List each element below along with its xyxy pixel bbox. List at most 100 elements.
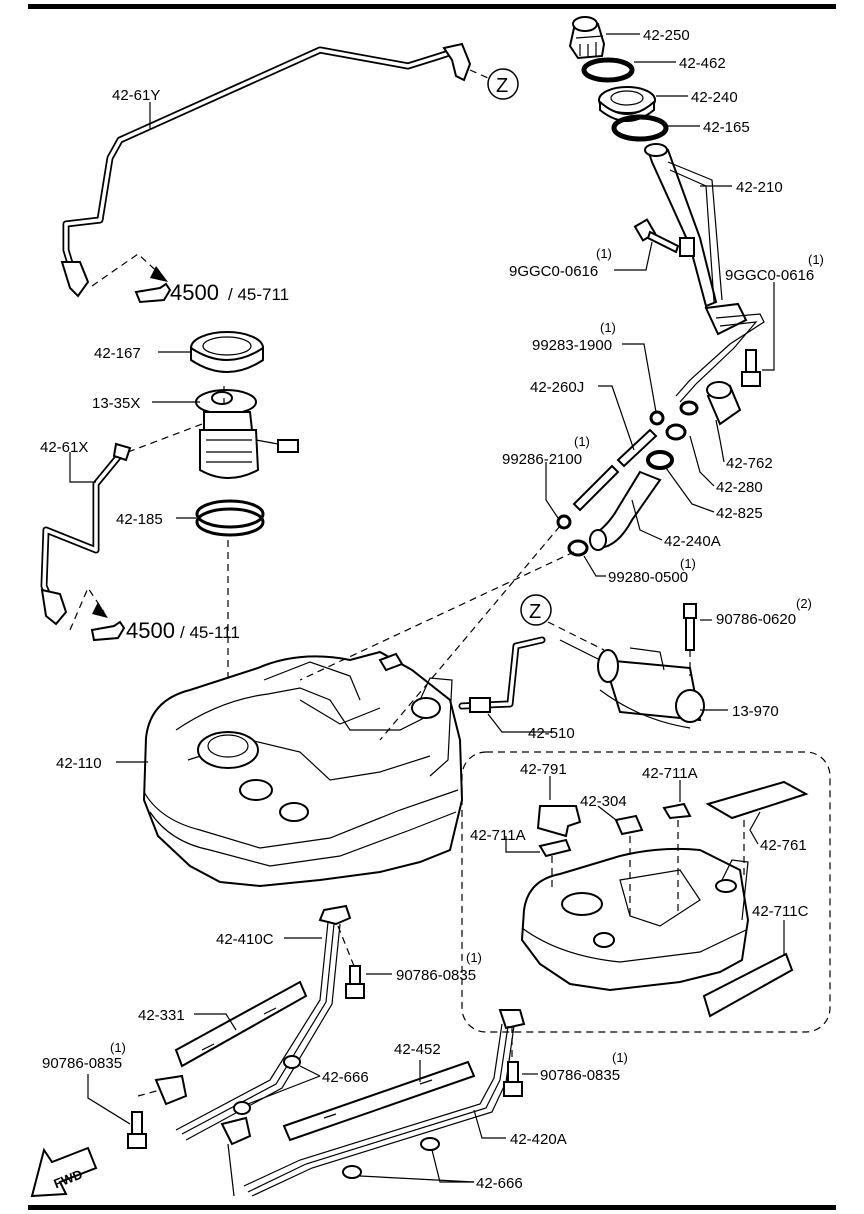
label-42-410c: 42-410C [216,931,274,948]
label-z-1: Z [496,75,508,97]
variant-inset-panel [461,751,831,1033]
clamp-99283[interactable] [649,410,665,426]
fuel-pump-13-35x[interactable] [195,389,299,479]
ref-arrowhead-b [92,602,108,618]
label-90786-0835-c: 90786-0835 [540,1067,620,1084]
bolt-90786-0835-b[interactable] [127,1111,147,1149]
bottom-rule [28,1205,836,1210]
hose-42-762[interactable] [706,381,742,426]
label-13-35x: 13-35X [92,395,140,412]
top-rule [28,4,836,9]
label-42-61x: 42-61X [40,439,88,456]
label-45-711: / 45-711 [228,285,289,304]
label-90786-0835-c-qty: (1) [612,1050,628,1065]
label-90786-0835-a: 90786-0835 [396,967,476,984]
label-42-452: 42-452 [394,1041,441,1058]
label-42-185: 42-185 [116,511,163,528]
gasket-42-185[interactable] [195,499,265,537]
fuel-line-42-61y[interactable] [60,42,472,298]
retainer-ring-42-167[interactable] [190,331,264,373]
bolt-9ggc0-b[interactable] [741,349,761,387]
insulator-42-452[interactable] [282,1060,476,1142]
label-99283-1900: 99283-1900 [532,337,612,354]
filler-pipe[interactable] [644,143,765,403]
hand-pointer-icon-2 [90,620,126,642]
gasket-42-165[interactable] [611,114,669,142]
cushion-42-666-a[interactable] [233,1055,301,1115]
pad-42-711a-1[interactable] [538,838,572,858]
label-42-510: 42-510 [528,725,575,742]
fuel-tank[interactable] [142,650,464,888]
label-42-165: 42-165 [703,119,750,136]
fuel-line-42-61x[interactable] [40,442,132,626]
evap-line-42-510[interactable] [458,636,546,713]
label-42-791: 42-791 [520,761,567,778]
ref-arrowhead-a [150,266,168,282]
label-42-761: 42-761 [760,837,807,854]
fuel-cap[interactable] [568,16,606,60]
label-42-666-a: 42-666 [322,1069,369,1086]
label-42-462: 42-462 [679,55,726,72]
strap-dash-1 [337,925,355,967]
label-42-210: 42-210 [736,179,783,196]
strap-42-410c[interactable] [154,904,352,1141]
insulator-42-331[interactable] [174,980,308,1068]
canister-13-970[interactable] [559,639,705,729]
label-42-711a-2: 42-711A [470,827,526,844]
bolt-90786-0835-a[interactable] [345,965,365,999]
label-42-240: 42-240 [691,89,738,106]
sheet-42-761[interactable] [705,780,809,820]
hand-pointer-icon [134,282,172,304]
bolt-9ggc0-a[interactable] [633,218,695,257]
label-42-711a-1: 42-711A [642,765,698,782]
label-42-260j: 42-260J [530,379,584,396]
label-42-420a: 42-420A [510,1131,567,1148]
fwd-arrow-icon [30,1146,98,1198]
label-9ggc-b-qty: (1) [808,252,824,267]
label-42-61y: 42-61Y [112,87,160,104]
hose-42-240a[interactable] [589,470,662,551]
label-99280-qty: (1) [680,556,696,571]
bolt-90786-0835-c[interactable] [503,1061,523,1097]
label-4500-b: 4500 [126,618,175,643]
strip-42-711c[interactable] [702,952,794,1018]
label-99280-0500: 99280-0500 [608,569,688,586]
label-42-304: 42-304 [580,793,627,810]
label-9ggc-b: 9GGC0-0616 [725,267,814,284]
clamp-42-280[interactable] [665,400,699,441]
ref-arrow-4500-a [91,253,163,287]
label-42-280: 42-280 [716,479,763,496]
pad-42-304[interactable] [614,814,644,836]
label-99286-qty: (1) [574,434,590,449]
label-9ggc-a: 9GGC0-0616 [509,263,598,280]
label-42-110: 42-110 [56,755,102,772]
pad-42-711a-2[interactable] [662,802,692,820]
label-90786-0620: 90786-0620 [716,611,796,628]
label-z-2: Z [529,601,541,623]
label-90786-0620-qty: (2) [796,596,812,611]
label-42-331: 42-331 [138,1007,185,1024]
bolt-90786-0620[interactable] [683,603,697,651]
insulator-42-791[interactable] [536,805,582,838]
strap-dash-2 [137,1089,161,1097]
label-90786-0835-a-qty: (1) [466,950,482,965]
label-42-250: 42-250 [643,27,690,44]
clamp-99280[interactable] [567,539,589,557]
label-13-970: 13-970 [732,703,779,720]
label-42-711c: 42-711C [752,903,809,920]
label-90786-0835-b: 90786-0835 [42,1055,122,1072]
breather-pipe[interactable] [572,464,620,512]
inset-fuel-tank[interactable] [520,847,750,992]
label-99286-2100: 99286-2100 [502,451,582,468]
zoom-marker-z-2 [520,594,605,651]
pump-dash-1 [127,423,203,453]
gasket-42-462[interactable] [581,57,635,83]
cushion-42-666-b[interactable] [342,1137,440,1179]
clamp-99286[interactable] [556,514,572,530]
tank-dash-2 [299,551,575,681]
hose-42-260j[interactable] [616,428,658,468]
label-9ggc-a-qty: (1) [596,246,612,261]
label-45-111: / 45-111 [180,623,240,642]
clamp-42-825[interactable] [646,450,674,470]
tank-dash-1 [379,525,561,741]
